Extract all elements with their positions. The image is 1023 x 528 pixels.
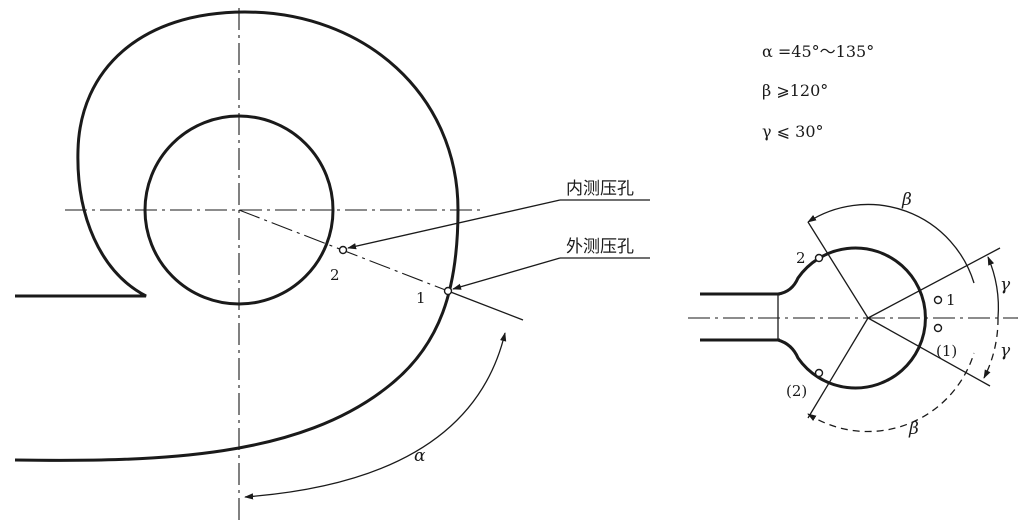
cross-section-view: 2 1 (1) (2) β β γ γ: [688, 190, 1018, 439]
inner-pressure-tap: [338, 245, 348, 255]
section-point-1-label: 1: [946, 291, 956, 309]
gamma-label-upper: γ: [1000, 275, 1011, 295]
section-point-2-label: 2: [796, 249, 806, 267]
inner-tap-leader: [347, 199, 561, 250]
volute-view: 内测压孔 外测压孔 2 1 α: [14, 8, 650, 522]
beta-arc-lower: [807, 352, 975, 433]
alpha-label: α: [414, 446, 426, 466]
radial-line-lower-left: [807, 317, 869, 419]
section-paren-2-label: (2): [786, 382, 807, 400]
alpha-arc: [244, 332, 507, 500]
volute-outer-wall: [14, 10, 460, 462]
section-tap-paren-2: [814, 368, 824, 378]
section-tap-paren-1: [933, 323, 943, 333]
gamma-formula: γ ⩽ 30°: [762, 122, 824, 141]
gamma-label-lower: γ: [1000, 341, 1011, 361]
beta-formula: β ⩾120°: [762, 81, 828, 100]
beta-label-upper: β: [901, 190, 912, 210]
radial-extension-line: [447, 290, 524, 321]
outer-tap-leader: [452, 257, 561, 290]
angle-formulas: α =45°～135° β ⩾120° γ ⩽ 30°: [762, 42, 874, 141]
outer-tap-label: 外测压孔: [566, 237, 634, 257]
beta-arc-upper: [807, 203, 975, 284]
outer-pressure-tap: [443, 286, 453, 296]
radial-line-lower-right: [867, 317, 991, 387]
beta-label-lower: β: [908, 419, 919, 439]
section-tap-2: [814, 253, 824, 263]
inner-circle: [143, 114, 335, 306]
section-tap-1: [933, 295, 943, 305]
point-1-label: 1: [416, 289, 426, 307]
alpha-formula: α =45°～135°: [762, 42, 874, 61]
section-outline: [777, 246, 927, 390]
radial-line-upper-left: [807, 221, 869, 319]
point-2-label: 2: [330, 266, 340, 284]
section-paren-1-label: (1): [936, 342, 957, 360]
gamma-arc-upper: [987, 256, 1000, 319]
inner-tap-label: 内测压孔: [566, 179, 634, 199]
gamma-arc-lower: [983, 317, 999, 379]
radial-line-upper-right: [867, 247, 1001, 319]
